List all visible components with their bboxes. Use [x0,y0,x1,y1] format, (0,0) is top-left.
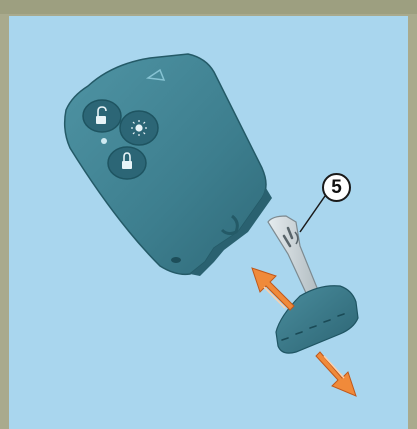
arrow-remove-icon [316,352,356,396]
key-card-body [65,54,272,276]
callout-leader-line [300,196,325,232]
callout-number: 5 [322,173,351,202]
unlock-button [83,100,121,132]
light-button [120,111,158,145]
arrow-insert-icon [252,268,294,310]
lock-button [108,147,146,179]
emergency-key-cap [276,286,358,353]
